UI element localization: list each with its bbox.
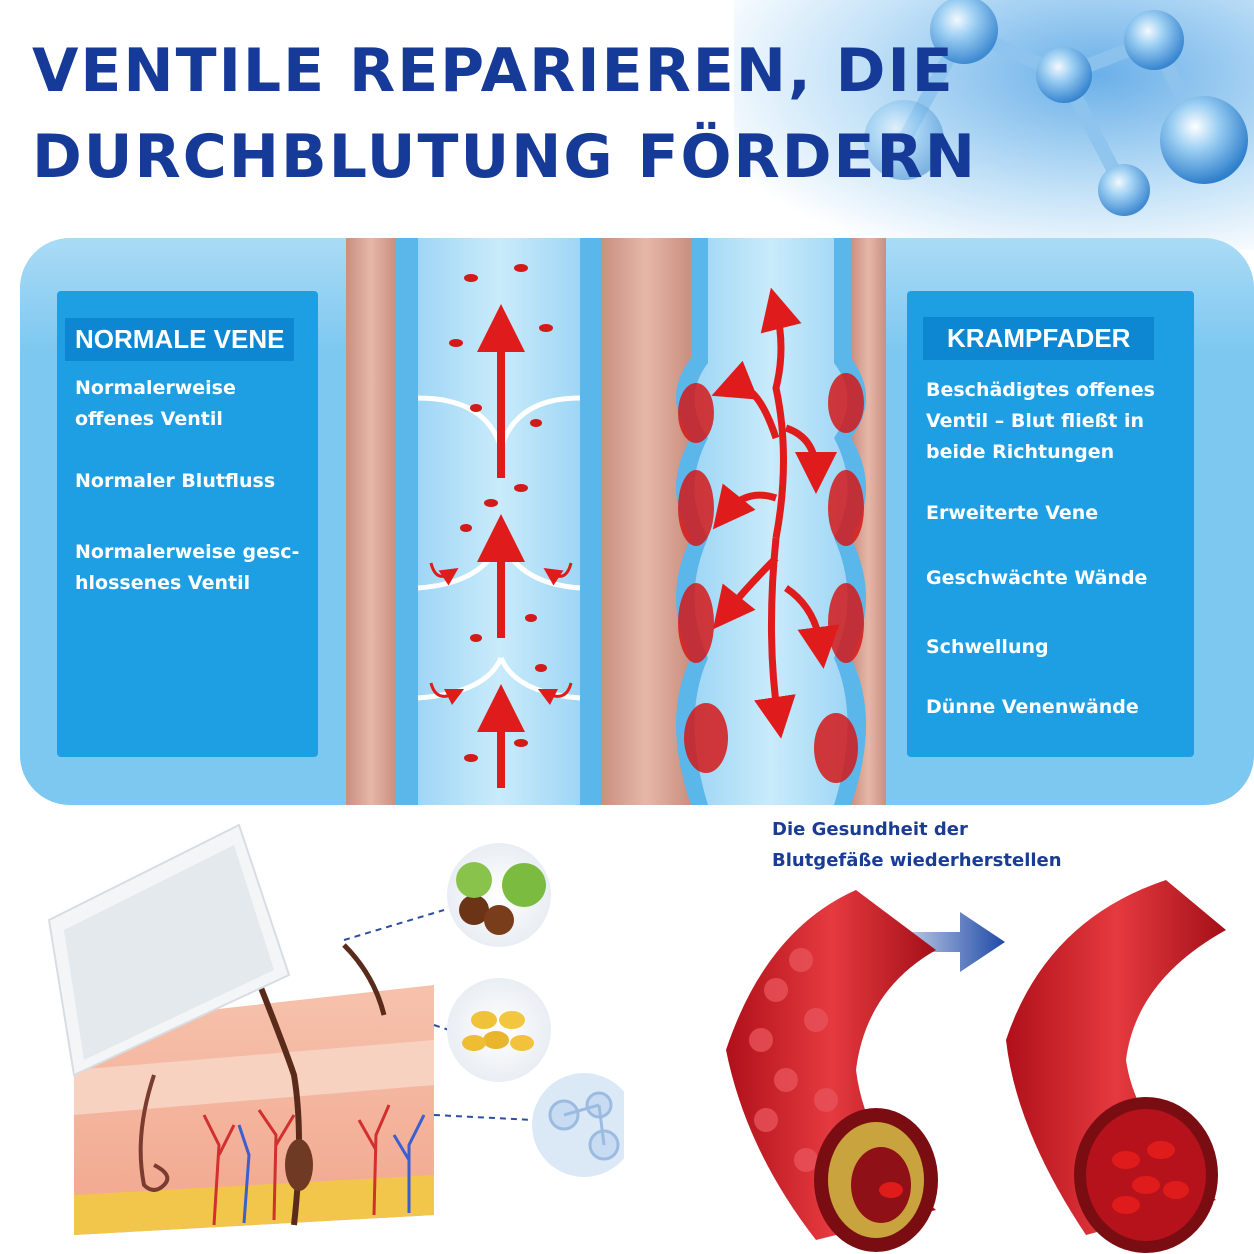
leg-skin	[346, 238, 396, 805]
headline-line-1: VENTILE REPARIEREN, DIE	[32, 36, 955, 106]
clogged-vessel	[726, 890, 938, 1252]
normal-vein-info-box: NORMALE VENE Normalerweise offenes Venti…	[57, 291, 318, 757]
headline: VENTILE REPARIEREN, DIE DURCHBLUTUNG FÖR…	[32, 28, 992, 200]
oil-capsules-icon	[447, 978, 551, 1082]
skin-cross-section	[74, 943, 434, 1235]
varicose-vein-item: Schwellung	[926, 636, 1049, 658]
patch-graphic	[47, 823, 291, 1077]
normal-vein-item: Normalerweise offenes Ventil	[75, 377, 236, 430]
chestnut-icon	[447, 843, 551, 947]
arrow-right-icon	[865, 912, 1005, 972]
varicose-vein-item: Erweiterte Vene	[926, 502, 1099, 524]
vein-diagram-illustration	[346, 238, 886, 805]
varicose-vein-heading: KRAMPFADER	[923, 317, 1155, 360]
patch-skin-illustration	[47, 823, 624, 1235]
molecule-bubble-icon	[532, 1073, 624, 1177]
normal-vein-heading: NORMALE VENE	[65, 318, 295, 361]
normal-vein-graphic	[396, 238, 601, 805]
leg-skin	[601, 238, 691, 805]
connector-line	[343, 909, 445, 941]
headline-line-2: DURCHBLUTUNG FÖRDERN	[32, 122, 977, 192]
normal-vein-item: Normaler Blutfluss	[75, 470, 276, 492]
vein-comparison-panel: NORMALE VENE Normalerweise offenes Venti…	[20, 238, 1254, 805]
varicose-vein-item: Dünne Venenwände	[926, 696, 1139, 718]
normal-vein-item: Normalerweise gesc- hlossenes Ventil	[75, 541, 300, 594]
restore-caption: Die Gesundheit der Blutgefäße wiederhers…	[772, 819, 1062, 871]
varicose-vein-item: Beschädigtes offenes Ventil – Blut fließ…	[926, 379, 1155, 463]
connector-line	[433, 1024, 450, 1031]
molecule-background-illustration	[734, 0, 1254, 250]
varicose-vein-graphic	[676, 238, 866, 805]
healthy-vessel	[1006, 880, 1226, 1253]
varicose-vein-info-box: KRAMPFADER Beschädigtes offenes Ventil –…	[907, 291, 1194, 757]
varicose-vein-item: Geschwächte Wände	[926, 567, 1148, 589]
blood-vessels-illustration	[726, 880, 1226, 1253]
connector-line	[433, 1114, 535, 1121]
